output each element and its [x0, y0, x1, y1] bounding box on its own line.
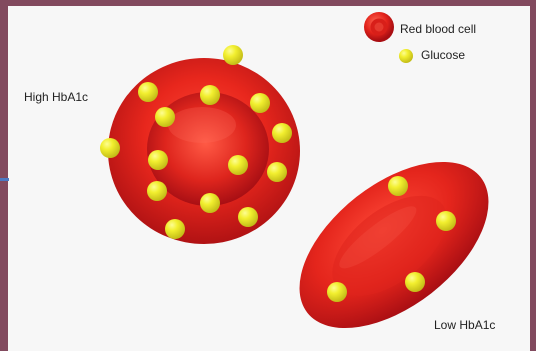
- legend-red-blood-cell-icon: [364, 12, 394, 42]
- legend-glucose-label: Glucose: [421, 48, 465, 62]
- legend-glucose-icon: [399, 49, 413, 63]
- legend-red-blood-cell-label: Red blood cell: [400, 22, 476, 36]
- low-hba1c-label: Low HbA1c: [434, 318, 495, 332]
- high-hba1c-label: High HbA1c: [24, 90, 88, 104]
- high-hba1c-cell: [108, 58, 300, 244]
